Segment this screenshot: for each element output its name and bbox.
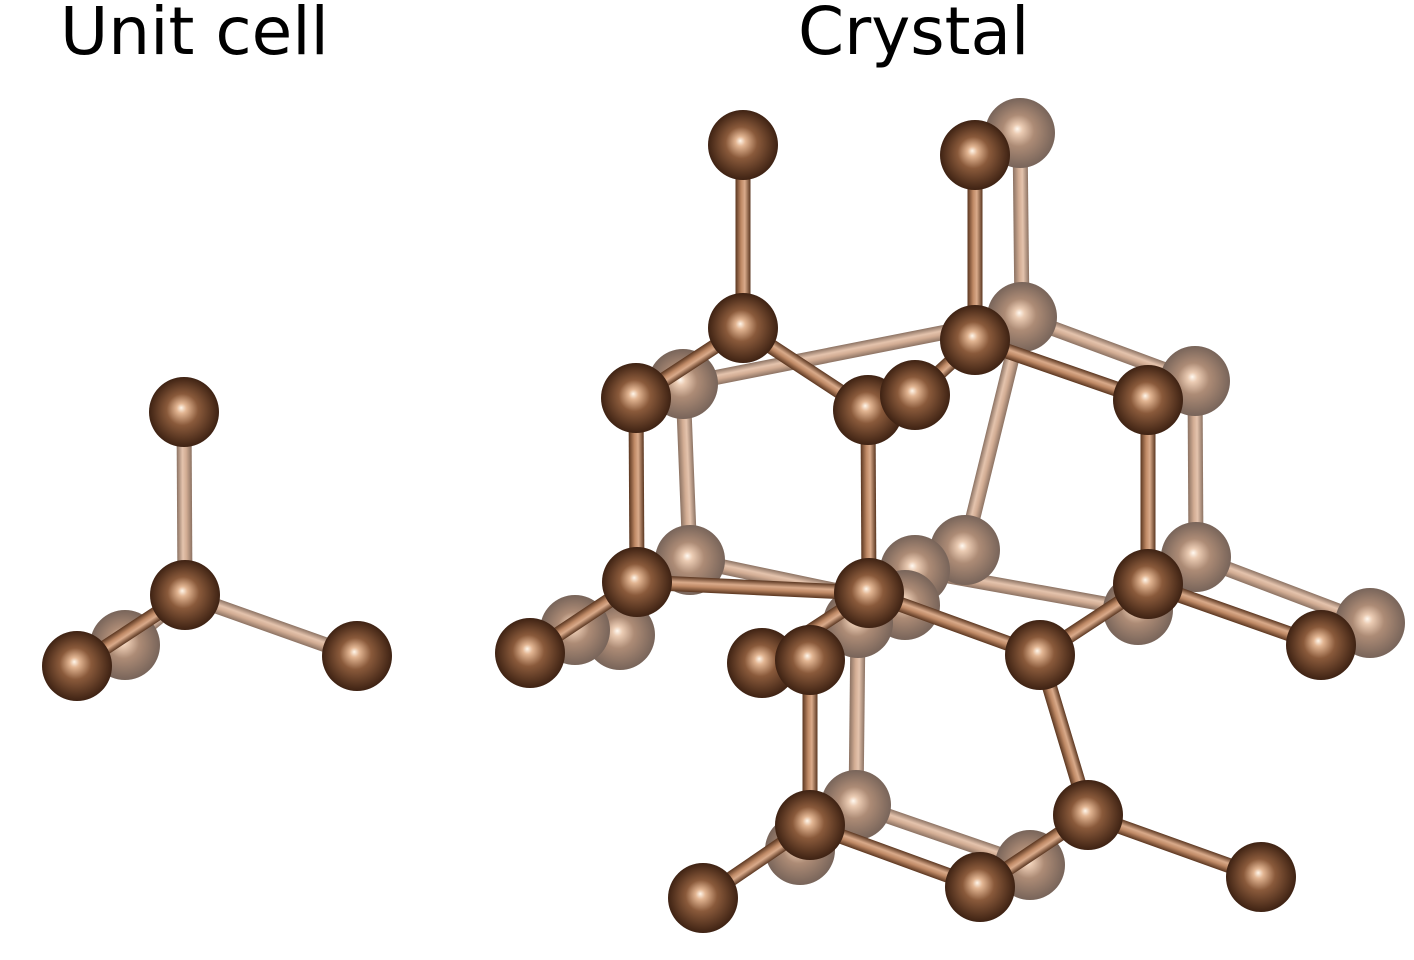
bond: [860, 409, 877, 594]
atom: [945, 852, 1015, 922]
bond: [866, 585, 1043, 663]
atom: [1226, 842, 1296, 912]
atom: [880, 360, 950, 430]
atom: [668, 863, 738, 933]
bond: [1193, 549, 1373, 631]
atom: [1113, 365, 1183, 435]
atom: [708, 110, 778, 180]
atom: [940, 305, 1010, 375]
bond: [1187, 380, 1204, 558]
unit-cell-title: Unit cell: [60, 0, 329, 70]
atom: [322, 621, 392, 691]
bond: [681, 309, 1024, 392]
crystal-group: [495, 110, 1356, 933]
bond: [1140, 400, 1156, 584]
atom: [1053, 780, 1123, 850]
atom: [602, 547, 672, 617]
atom: [940, 120, 1010, 190]
bond: [636, 574, 870, 601]
bond: [967, 155, 983, 340]
bond: [1145, 576, 1324, 653]
atom: [708, 293, 778, 363]
atom: [834, 558, 904, 628]
atom: [1113, 549, 1183, 619]
bond: [848, 622, 866, 806]
bond: [957, 315, 1030, 552]
atom: [42, 631, 112, 701]
bond: [628, 397, 645, 583]
bond: [807, 817, 983, 895]
atom: [775, 790, 845, 860]
atom: [775, 625, 845, 695]
bond: [972, 332, 1151, 408]
bond: [1085, 807, 1264, 885]
atom: [601, 363, 671, 433]
bond: [802, 660, 818, 825]
atom: [150, 560, 220, 630]
crystal-title: Crystal: [798, 0, 1030, 70]
bond: [1012, 132, 1030, 318]
bond: [182, 587, 360, 664]
front-layer: [42, 110, 1356, 933]
atom: [495, 618, 565, 688]
atom: [1005, 620, 1075, 690]
atom: [149, 377, 219, 447]
bond: [675, 383, 698, 561]
bond: [735, 145, 751, 328]
bond: [1032, 652, 1096, 818]
atom: [1286, 610, 1356, 680]
unit-cell-group: [42, 377, 392, 701]
bond: [176, 411, 193, 596]
